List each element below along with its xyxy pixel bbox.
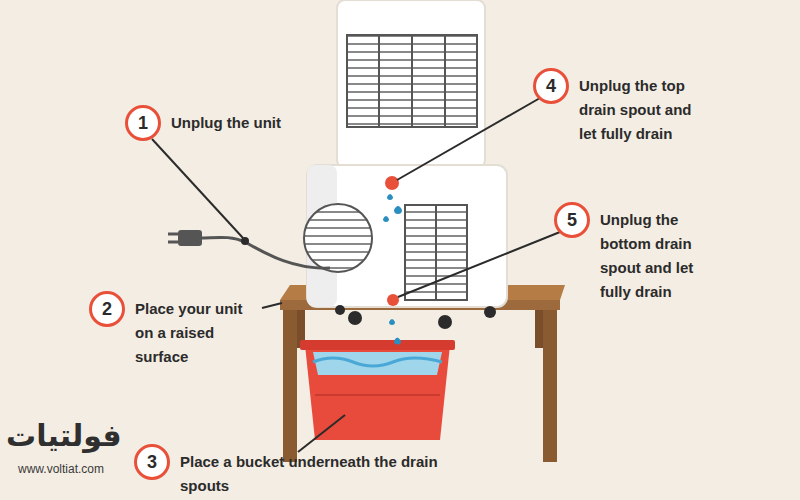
step-text: Unplug the unit <box>171 111 371 135</box>
callout-number: 2 <box>89 291 125 327</box>
step-text: Place a bucket underneath the drain spou… <box>180 450 440 498</box>
bucket <box>300 340 455 440</box>
table <box>280 285 565 462</box>
step-text: Unplug the bottom drain spout and let fu… <box>600 208 705 304</box>
callout: 4 Unplug the top drain spout and let full… <box>533 68 704 146</box>
callout: 5 Unplug the bottom drain spout and let f… <box>554 202 705 304</box>
callout: 3 Place a bucket underneath the drain spo… <box>134 444 440 498</box>
leader-lines <box>152 98 560 452</box>
watermark: www.voltiat.com <box>18 462 104 476</box>
callout: 1 Unplug the unit <box>125 105 371 141</box>
watermark: فولتيات <box>6 418 122 453</box>
step-text: Place your unit on a raised surface <box>135 297 260 369</box>
step-text: Unplug the top drain spout and let fully… <box>579 74 704 146</box>
callout-number: 1 <box>125 105 161 141</box>
callout: 2 Place your unit on a raised surface <box>89 291 260 369</box>
callout-number: 5 <box>554 202 590 238</box>
callout-number: 4 <box>533 68 569 104</box>
power-cord <box>168 230 330 268</box>
portable-ac-unit <box>304 0 507 345</box>
callout-number: 3 <box>134 444 170 480</box>
